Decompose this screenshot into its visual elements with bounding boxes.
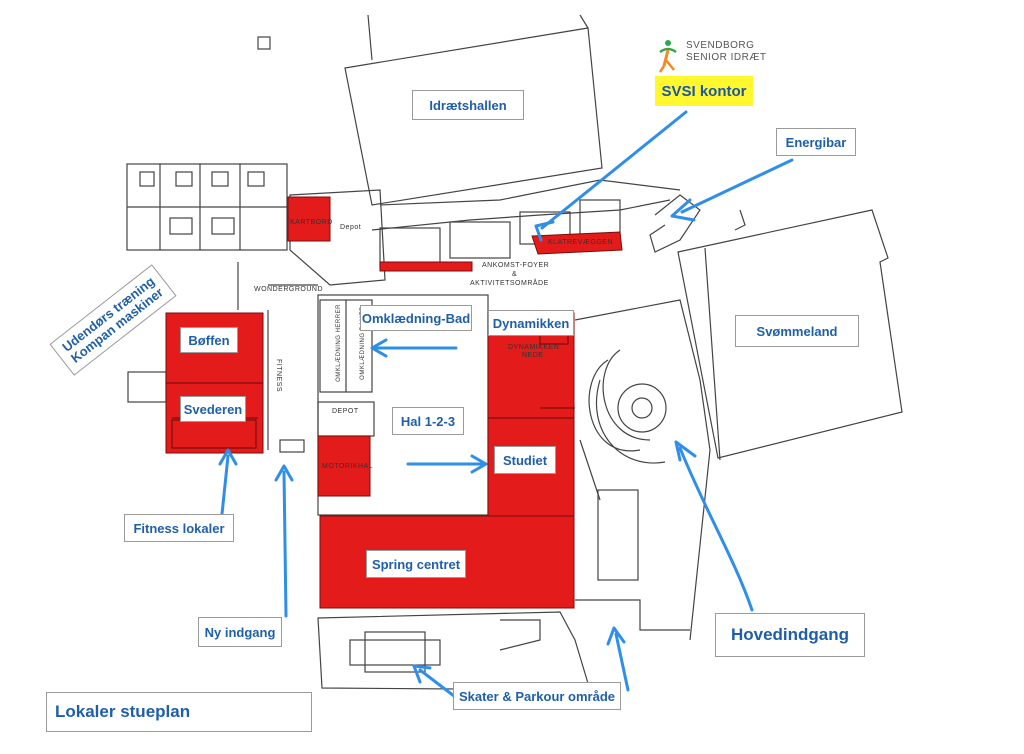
plan-text-depot-top: Depot: [340, 224, 362, 231]
label-svsi-kontor: SVSI kontor: [655, 76, 753, 106]
label-boffen: Bøffen: [180, 327, 238, 353]
logo-text-line1: SVENDBORG: [686, 40, 755, 51]
label-lokaler-stueplan: Lokaler stueplan: [46, 692, 312, 732]
plan-text-omk-herrer: OMKLÆDNING HERRER: [335, 304, 342, 382]
plan-text-fitness: FITNESS: [275, 358, 283, 393]
label-hal-1-2-3: Hal 1-2-3: [392, 407, 464, 435]
label-svederen: Svederen: [180, 396, 246, 422]
label-hovedindgang: Hovedindgang: [715, 613, 865, 657]
red-rooms: [165, 196, 623, 609]
plan-text-dynamikken-nede-2: NEDE: [522, 352, 544, 359]
label-idraetshallen: Idrætshallen: [412, 90, 524, 120]
label-dynamikken: Dynamikken: [488, 310, 574, 336]
arrows: [218, 110, 794, 698]
label-spring-centret: Spring centret: [366, 550, 466, 578]
room-red-strip: [379, 261, 473, 272]
label-energibar: Energibar: [776, 128, 856, 156]
plan-walls: [126, 14, 903, 691]
room-motorikhal: [317, 435, 371, 497]
plan-text-klatrevaeggen: KLATREVÆGGEN: [548, 239, 613, 246]
plan-text-depot-mid: DEPOT: [332, 408, 359, 415]
plan-text-motorikhal: MOTORIKHAL: [322, 463, 374, 470]
plan-text-ankomst-2: &: [512, 271, 518, 278]
plan-text-dynamikken-nede-1: DYNAMIKKEN: [508, 344, 560, 351]
plan-text-wonderground: WONDERGROUND: [254, 286, 323, 293]
label-studiet: Studiet: [494, 446, 556, 474]
plan-text-ankomst-1: ANKOMST-FOYER: [482, 262, 550, 269]
plan-text-kartbord: KARTBORD: [290, 219, 333, 226]
label-omklaedning: Omklædning-Bad: [360, 305, 472, 331]
plan-text-ankomst-3: AKTIVITETSOMRÅDE: [470, 280, 549, 287]
label-fitness-lokaler: Fitness lokaler: [124, 514, 234, 542]
room-kartbord: [287, 196, 331, 242]
room-klatrevaeggen: [531, 231, 623, 255]
running-person-icon: [658, 40, 677, 73]
logo-text-line2: SENIOR IDRÆT: [686, 52, 767, 63]
label-svommeland: Svømmeland: [735, 315, 859, 347]
label-skater-parkour: Skater & Parkour område: [453, 682, 621, 710]
label-ny-indgang: Ny indgang: [198, 617, 282, 647]
